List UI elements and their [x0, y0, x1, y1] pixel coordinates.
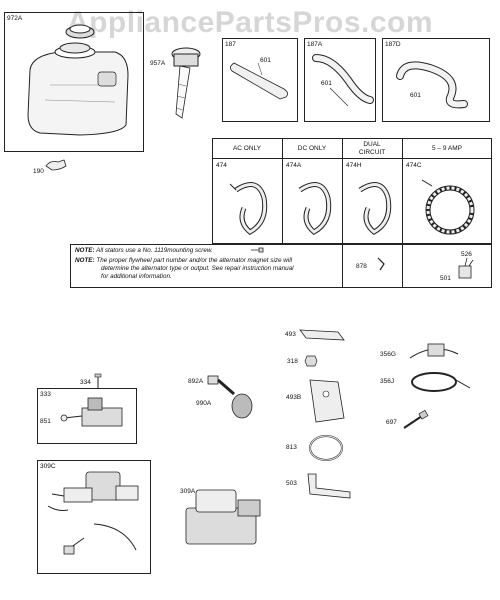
header-5-9-amp: 5 – 9 AMP [432, 145, 462, 152]
watermark: AppliancePartsPros.com [66, 6, 434, 39]
label-601-b: 601 [321, 80, 332, 87]
label-474h: 474H [346, 162, 362, 169]
label-526: 526 [461, 251, 472, 258]
screw-697-drawing [403, 409, 429, 429]
label-972a: 972A [7, 15, 23, 22]
stator-474a-drawing [298, 182, 332, 236]
label-333: 333 [40, 391, 51, 398]
label-474a: 474A [286, 162, 302, 169]
clip-190-drawing [45, 159, 67, 171]
label-503: 503 [286, 480, 297, 487]
fuel-cap-drawing [65, 24, 95, 39]
note-2-label: NOTE: [75, 257, 95, 264]
box-187a [304, 38, 376, 122]
spark-plug-892a-drawing [207, 375, 253, 419]
box-309c [37, 460, 151, 574]
label-697: 697 [386, 419, 397, 426]
stator-474-drawing [229, 182, 268, 236]
fuel-line-187a-drawing [312, 54, 374, 107]
label-187a: 187A [307, 41, 323, 48]
clamp-813-drawing [309, 435, 343, 461]
label-990a: 990A [196, 400, 212, 407]
label-957a: 957A [150, 60, 166, 67]
label-334: 334 [80, 379, 91, 386]
header-ac-only: AC ONLY [232, 145, 262, 152]
rectifier-501-drawing [458, 257, 474, 279]
bracket-493-drawing [299, 329, 345, 341]
header-dc-only: DC ONLY [297, 145, 327, 152]
label-356j: 356J [380, 378, 395, 385]
stator-header-divider [212, 158, 492, 159]
box-333 [37, 388, 137, 444]
notes-box [70, 244, 492, 288]
label-851: 851 [40, 418, 51, 425]
box-187d [382, 38, 490, 122]
label-878: 878 [356, 263, 367, 270]
label-813: 813 [286, 444, 297, 451]
wire-356g-drawing [409, 343, 459, 359]
label-601-a: 601 [260, 57, 271, 64]
fuel-line-187-drawing [230, 62, 288, 100]
ignition-333-drawing [60, 397, 123, 427]
label-309c: 309C [40, 463, 56, 470]
label-318: 318 [287, 358, 298, 365]
clip-878-drawing [377, 257, 385, 271]
stator-474h-drawing [358, 182, 392, 236]
stator-table [212, 138, 492, 244]
stator-col-2-divider [282, 138, 283, 244]
note-1-label: NOTE: [75, 247, 95, 254]
header-dual-line2: CIRCUIT [358, 149, 386, 156]
label-190: 190 [33, 168, 44, 175]
nut-318-drawing [304, 355, 318, 367]
label-474c: 474C [406, 162, 422, 169]
note-2-line1: The proper flywheel part number and/or t… [96, 257, 292, 264]
note-1-text: All stators use a No. 1119mounting screw… [96, 247, 213, 254]
header-dual-line1: DUAL [363, 141, 381, 148]
fuel-line-187d-drawing [396, 61, 468, 109]
filter-957a-drawing [171, 47, 201, 119]
bracket-493b-drawing [309, 379, 345, 423]
box-187 [222, 38, 298, 122]
note-2-cont-1: determine the alternator type or output.… [101, 265, 294, 272]
fuel-tank-drawing [27, 42, 129, 136]
note-1: NOTE: All stators use a No. 1119mounting… [75, 247, 213, 255]
header-dual-circuit: DUAL CIRCUIT [342, 141, 402, 157]
ignition-309c-drawing [47, 471, 139, 555]
stator-col-4-divider [402, 138, 403, 244]
label-356g: 356G [380, 351, 396, 358]
label-493b: 493B [286, 394, 302, 401]
stator-col-3-divider [342, 138, 343, 244]
note-2-cont-2: for additional information. [101, 273, 172, 280]
label-187d: 187D [385, 41, 401, 48]
label-309a: 309A [180, 488, 196, 495]
wire-356j-drawing [411, 372, 471, 392]
strap-503-drawing [307, 473, 351, 499]
label-493: 493 [285, 331, 296, 338]
screw-note-drawing [251, 247, 264, 253]
label-601-c: 601 [410, 92, 421, 99]
label-501: 501 [440, 275, 451, 282]
label-892a: 892A [188, 378, 204, 385]
ignition-309a-drawing [185, 489, 261, 545]
note-2: NOTE: The proper flywheel part number an… [75, 257, 292, 265]
screw-334-drawing [94, 373, 102, 388]
notes-divider-1 [342, 244, 343, 288]
fuel-tank-box [4, 12, 144, 152]
label-474: 474 [216, 162, 227, 169]
notes-divider-2 [402, 244, 403, 288]
stator-474c-drawing [421, 179, 475, 235]
label-187: 187 [225, 41, 236, 48]
